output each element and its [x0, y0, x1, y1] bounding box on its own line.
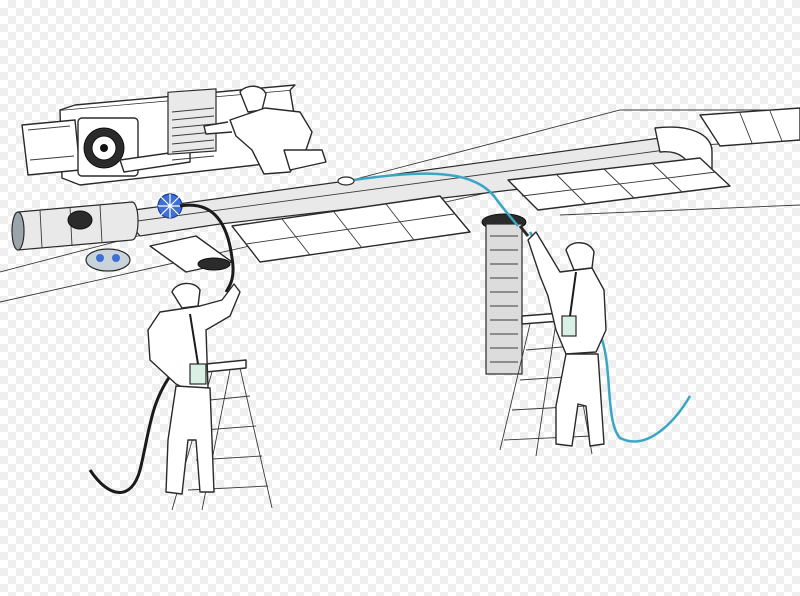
cooling-coil — [167, 88, 217, 161]
left-takeoff-opening — [149, 235, 233, 273]
worker-left-figure — [147, 282, 241, 495]
air-whip-nozzle-icon — [518, 225, 530, 237]
inspection-monitor-icon — [189, 363, 207, 385]
inspection-monitor-icon — [561, 315, 577, 337]
camera-cart-icon — [85, 248, 131, 272]
ceiling-diffusers — [231, 107, 800, 263]
brush-cable-black — [88, 203, 235, 494]
worker-right-figure — [518, 225, 607, 447]
round-duct-left — [11, 201, 139, 251]
rotary-brush-icon — [157, 193, 183, 219]
worker-top-figure — [203, 85, 327, 175]
vacuum-collector-collar — [481, 213, 527, 375]
